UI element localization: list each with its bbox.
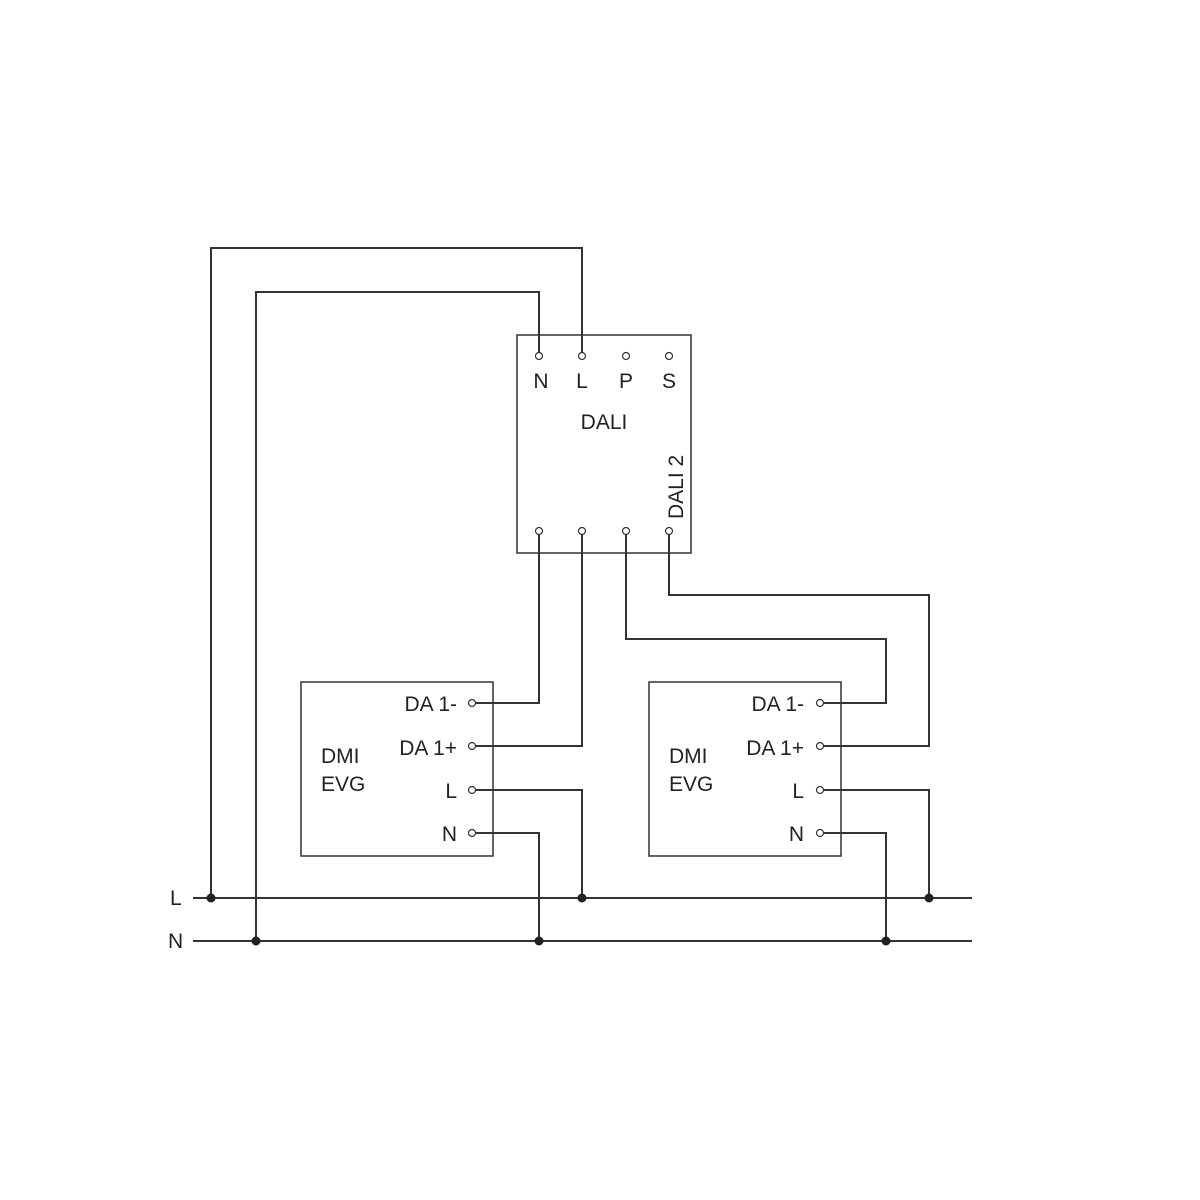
- device-1-name-line2: EVG: [321, 773, 365, 796]
- wire-dev1-l-to-bus: [472, 789, 583, 898]
- dali-terminal-p-point: [621, 351, 631, 361]
- device-1-da-plus-label: DA 1+: [399, 737, 457, 760]
- wire-dali-out3-to-dev2-da-minus: [625, 531, 887, 704]
- junction-n-device-1: [534, 936, 544, 946]
- dali-title: DALI: [581, 411, 628, 434]
- wire-l-to-dali: [210, 247, 583, 898]
- device-2-box: [648, 681, 842, 857]
- device-1-l-label: L: [445, 780, 457, 803]
- device-2-da-plus-label: DA 1+: [746, 737, 804, 760]
- dali-output-1-point: [534, 526, 544, 536]
- wire-dali-out1-to-dev1-da-minus: [472, 531, 540, 704]
- device-1-l-point: [467, 785, 477, 795]
- dali-terminal-n-point: [534, 351, 544, 361]
- dali-module-box: [516, 334, 692, 554]
- wire-dev2-l-to-bus: [820, 789, 930, 898]
- wire-dali-out4-to-dev2-da-plus: [668, 531, 930, 747]
- device-2-n-label: N: [789, 823, 804, 846]
- dali-output-label: DALI 2: [665, 455, 688, 519]
- dali-terminal-n-label: N: [533, 370, 548, 393]
- dali-terminal-p-label: P: [619, 370, 633, 393]
- bus-label-l: L: [170, 887, 182, 910]
- device-2-da-minus-point: [815, 698, 825, 708]
- wire-dev2-n-to-bus: [820, 832, 887, 941]
- device-1-box: [300, 681, 494, 857]
- dali-terminal-l-label: L: [576, 370, 588, 393]
- device-2-n-point: [815, 828, 825, 838]
- dali-output-3-point: [621, 526, 631, 536]
- dali-terminal-s-label: S: [662, 370, 676, 393]
- device-2-name-line2: EVG: [669, 773, 713, 796]
- device-2-l-point: [815, 785, 825, 795]
- junction-n-dali-supply: [251, 936, 261, 946]
- device-2-name-line1: DMI: [669, 745, 708, 768]
- device-1-n-point: [467, 828, 477, 838]
- device-2-l-label: L: [792, 780, 804, 803]
- wire-n-to-dali: [255, 291, 540, 941]
- device-2-da-plus-point: [815, 741, 825, 751]
- device-1-da-minus-point: [467, 698, 477, 708]
- device-2-da-minus-label: DA 1-: [751, 693, 804, 716]
- junction-l-device-1: [577, 893, 587, 903]
- dali-terminal-s-point: [664, 351, 674, 361]
- bus-label-n: N: [168, 930, 183, 953]
- junction-n-device-2: [881, 936, 891, 946]
- junction-l-device-2: [924, 893, 934, 903]
- wire-dali-out2-to-dev1-da-plus: [472, 531, 583, 747]
- device-1-da-minus-label: DA 1-: [404, 693, 457, 716]
- dali-output-2-point: [577, 526, 587, 536]
- device-1-n-label: N: [442, 823, 457, 846]
- dali-output-4-point: [664, 526, 674, 536]
- wire-dev1-n-to-bus: [472, 832, 540, 941]
- junction-l-dali-supply: [206, 893, 216, 903]
- device-1-da-plus-point: [467, 741, 477, 751]
- dali-terminal-l-point: [577, 351, 587, 361]
- device-1-name-line1: DMI: [321, 745, 360, 768]
